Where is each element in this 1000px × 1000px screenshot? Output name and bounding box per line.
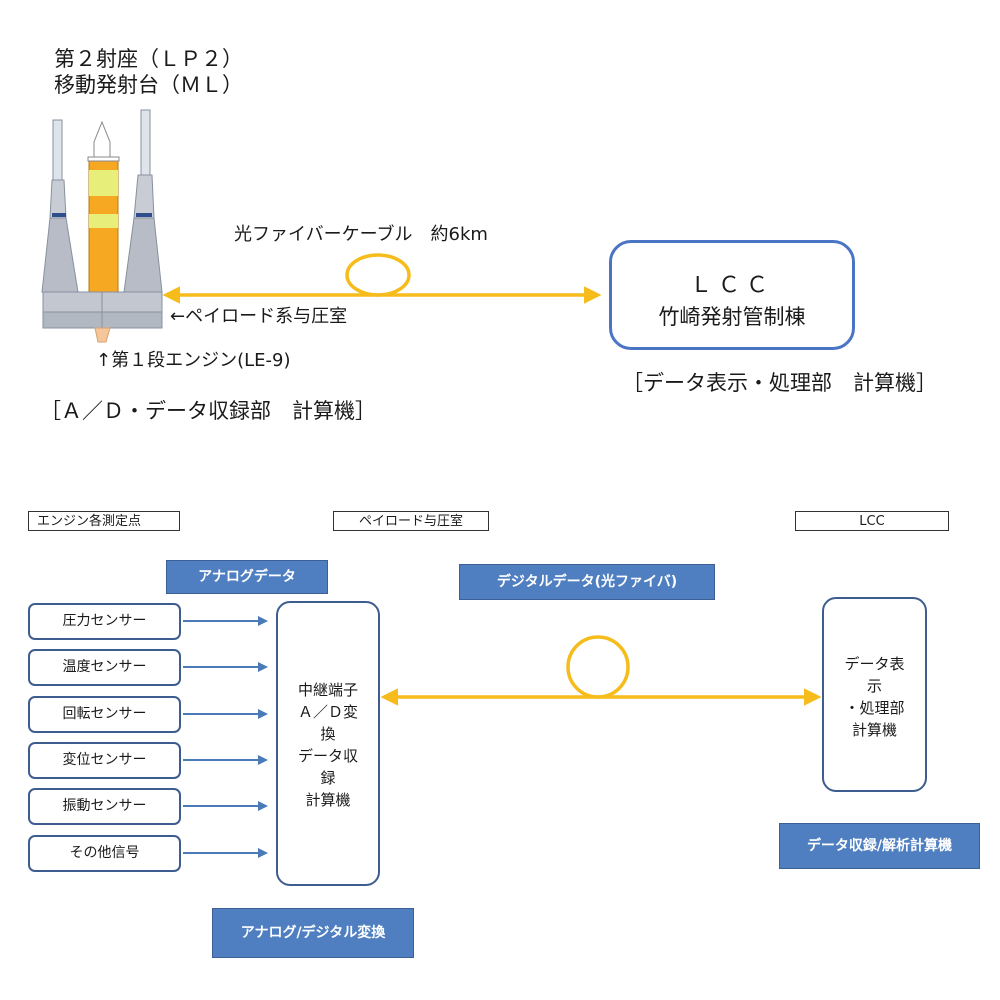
launch-computer-label: ［Ａ／Ｄ・データ収録部 計算機］ bbox=[40, 399, 376, 423]
launch-pad-title: 第２射座（ＬＰ２） 移動発射台（ＭＬ） bbox=[54, 46, 243, 98]
sensor-displacement: 変位センサー bbox=[28, 742, 181, 779]
lcc-display-computer-box: データ表 示 ・処理部 計算機 bbox=[822, 597, 927, 792]
lcc-building-name: 竹崎発射管制棟 bbox=[658, 305, 806, 329]
top-fiber-cable bbox=[162, 253, 602, 304]
payload-label: ←ペイロード系与圧室 bbox=[170, 306, 348, 327]
sensor-other: その他信号 bbox=[28, 835, 181, 872]
header-lcc: LCC bbox=[795, 511, 949, 531]
banner-ad-conversion: アナログ/デジタル変換 bbox=[212, 908, 414, 958]
lcc-box-line: 示 bbox=[866, 677, 882, 695]
relay-box-line: 計算機 bbox=[305, 791, 351, 809]
relay-box-line: Ａ／Ｄ変 bbox=[297, 703, 358, 721]
lcc-box-line: ・処理部 bbox=[844, 699, 905, 717]
launch-pad-line2: 移動発射台（ＭＬ） bbox=[54, 73, 243, 97]
relay-box-line: 録 bbox=[320, 769, 336, 787]
sensor-rotation: 回転センサー bbox=[28, 696, 181, 733]
sensor-pressure: 圧力センサー bbox=[28, 603, 181, 640]
launch-pad-line1: 第２射座（ＬＰ２） bbox=[54, 47, 243, 71]
lcc-box-line: データ表 bbox=[844, 655, 905, 673]
sensor-arrows bbox=[183, 616, 268, 858]
lcc-title: ＬＣＣ bbox=[689, 273, 774, 298]
relay-box-line: データ収 bbox=[297, 747, 358, 765]
header-payload-room: ペイロード与圧室 bbox=[333, 511, 489, 531]
relay-box-line: 中継端子 bbox=[297, 681, 358, 699]
lcc-box-line: 計算機 bbox=[851, 721, 897, 739]
header-engine-points: エンジン各測定点 bbox=[28, 511, 180, 531]
banner-digital-data: デジタルデータ(光ファイバ) bbox=[459, 564, 715, 600]
cable-label: 光ファイバーケーブル 約6km bbox=[234, 224, 488, 245]
sensor-temperature: 温度センサー bbox=[28, 649, 181, 686]
bottom-fiber-cable bbox=[380, 635, 822, 706]
launch-pad-illustration bbox=[41, 109, 163, 343]
relay-box-line: 換 bbox=[320, 725, 336, 743]
engine-label: ↑第１段エンジン(LE-9) bbox=[96, 350, 291, 371]
lcc-building-box: ＬＣＣ 竹崎発射管制棟 bbox=[609, 240, 855, 350]
relay-ad-computer-box: 中継端子 Ａ／Ｄ変 換 データ収 録 計算機 bbox=[276, 601, 380, 886]
sensor-vibration: 振動センサー bbox=[28, 788, 181, 825]
banner-analog-data: アナログデータ bbox=[166, 560, 328, 594]
lcc-computer-label: ［データ表示・処理部 計算機］ bbox=[622, 371, 937, 395]
banner-record-computer: データ収録/解析計算機 bbox=[779, 823, 980, 869]
